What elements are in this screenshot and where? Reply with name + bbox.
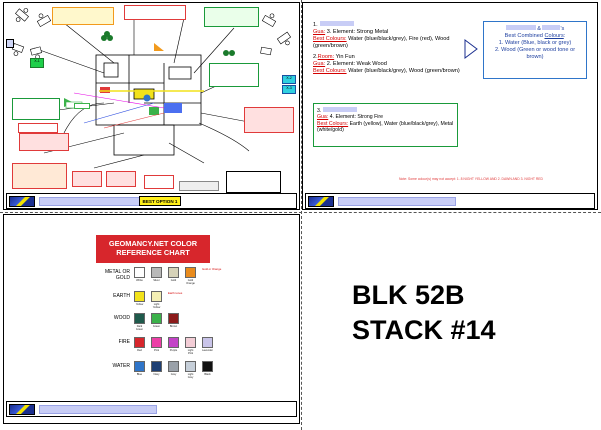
floor-plan-diagram [11, 8, 292, 169]
color-swatch [134, 313, 145, 324]
footer-title-bar [39, 405, 157, 414]
annotation-box [144, 175, 174, 189]
block-number: BLK 52B [352, 280, 465, 310]
analysis-panel: 1. Gua: 3. Element: Strong Metal Best Co… [302, 2, 598, 210]
annotation-box [12, 163, 67, 189]
annotation-box [6, 39, 14, 48]
disclaimer-note: Note: Some colour(s) may not accept: 1. … [398, 177, 544, 181]
color-swatch [134, 291, 145, 302]
color-swatch [185, 361, 196, 372]
floor-plan-walls [95, 54, 202, 156]
color-swatch [168, 361, 179, 372]
swatch-label: Light Yellow [152, 303, 161, 309]
color-swatch [202, 361, 213, 372]
block-label: BLK 52B STACK #14 [352, 278, 572, 348]
swatch-label: Gold [170, 279, 177, 282]
annotation-box [74, 103, 90, 109]
swatch-label: Lavender [202, 349, 213, 352]
element-label: METAL OR GOLD [104, 269, 130, 281]
arrow-right-icon [464, 39, 478, 59]
x-tag: X-2 [282, 75, 296, 84]
plant-icons [101, 31, 235, 56]
color-swatch [185, 267, 196, 278]
color-swatch [151, 313, 162, 324]
reference-chart-title: GEOMANCY.NET COLOR REFERENCE CHART [96, 235, 210, 263]
color-row: FIRE Red Pink Purple Light Pink Lavender [96, 337, 226, 359]
swatch-label: Grey [170, 373, 177, 376]
swatch-label: Purple [169, 349, 178, 352]
annotation-box [226, 171, 281, 193]
best-option-badge: BEST OPTION 1 [139, 196, 181, 206]
annotation-box [179, 181, 219, 191]
stack-number: STACK #14 [352, 315, 496, 345]
color-swatch [134, 361, 145, 372]
floor-plan-panel: X-1 X-2 X-3 BEST OPTION 1 [3, 2, 300, 210]
page-divider-vertical [301, 0, 302, 430]
row-note: Earth tones [168, 291, 183, 295]
workstation-icons [11, 8, 292, 60]
annotation-box [72, 171, 102, 187]
x-tag: X-1 [30, 58, 44, 68]
geomancy-logo [308, 196, 334, 207]
annotation-box [106, 171, 136, 187]
page-divider-horizontal [0, 212, 601, 213]
swatch-label: Brown [169, 325, 178, 328]
annotation-box [244, 107, 294, 133]
color-swatch [168, 267, 179, 278]
panel-footer [305, 193, 595, 209]
analysis-block-1-2: 1. Gua: 3. Element: Strong Metal Best Co… [313, 21, 460, 74]
footer-title-bar [338, 197, 456, 206]
swatch-label: Dark Green [135, 325, 144, 331]
swatch-label: Yellow [135, 303, 144, 306]
element-label: WATER [112, 363, 131, 369]
panel-footer [6, 401, 297, 417]
swatch-label: Gold Orange [186, 279, 195, 285]
swatch-label: Navy [153, 373, 160, 376]
color-row: WATER Blue Navy Grey Light Grey Black [96, 361, 226, 383]
color-swatch [134, 267, 145, 278]
color-swatch [151, 337, 162, 348]
color-row: EARTH Yellow Light Yellow Earth tones [96, 291, 226, 313]
swatch-label: Light Pink [187, 349, 194, 355]
swatch-label: Blue [136, 373, 143, 376]
panel-footer: BEST OPTION 1 [6, 193, 297, 209]
swatch-label: Silver [153, 279, 160, 282]
swatch-label: Red [137, 349, 142, 352]
annotation-box [12, 98, 60, 120]
x-tag: X-3 [282, 85, 296, 94]
color-swatch [168, 337, 179, 348]
best-combined-colours-box: & 's Best Combined Colours: 1. Water (Bl… [483, 21, 587, 79]
color-swatch [168, 313, 179, 324]
color-reference-panel: GEOMANCY.NET COLOR REFERENCE CHART METAL… [3, 214, 300, 424]
swatch-label: Black [204, 373, 211, 376]
annotation-box [204, 7, 259, 27]
annotation-box [18, 123, 58, 133]
element-label: FIRE [118, 339, 130, 345]
color-row: WOOD Dark Green Green Brown [96, 313, 226, 335]
row-note: Gold or Orange [202, 267, 222, 271]
swatch-label: White [136, 279, 143, 282]
color-swatch [134, 337, 145, 348]
color-swatch [151, 361, 162, 372]
element-label: WOOD [113, 315, 130, 321]
annotation-box [209, 63, 259, 87]
color-swatch [151, 291, 162, 302]
swatch-label: Pink [153, 349, 160, 352]
annotation-connectors [33, 17, 255, 169]
color-swatch [202, 337, 213, 348]
annotation-box [52, 7, 114, 25]
color-row: METAL OR GOLD White Silver Gold Gold Orange G… [96, 267, 226, 289]
geomancy-logo [9, 196, 35, 207]
analysis-block-3: 3. Gua: 4. Element: Strong Fire Best Col… [313, 103, 458, 147]
annotation-box [19, 133, 69, 151]
swatch-label: Green [152, 325, 161, 328]
annotation-box [124, 5, 186, 20]
swatch-label: Light Grey [187, 373, 194, 379]
color-swatch [185, 337, 196, 348]
element-label: EARTH [113, 293, 130, 299]
color-swatch [151, 267, 162, 278]
geomancy-logo [9, 404, 35, 415]
